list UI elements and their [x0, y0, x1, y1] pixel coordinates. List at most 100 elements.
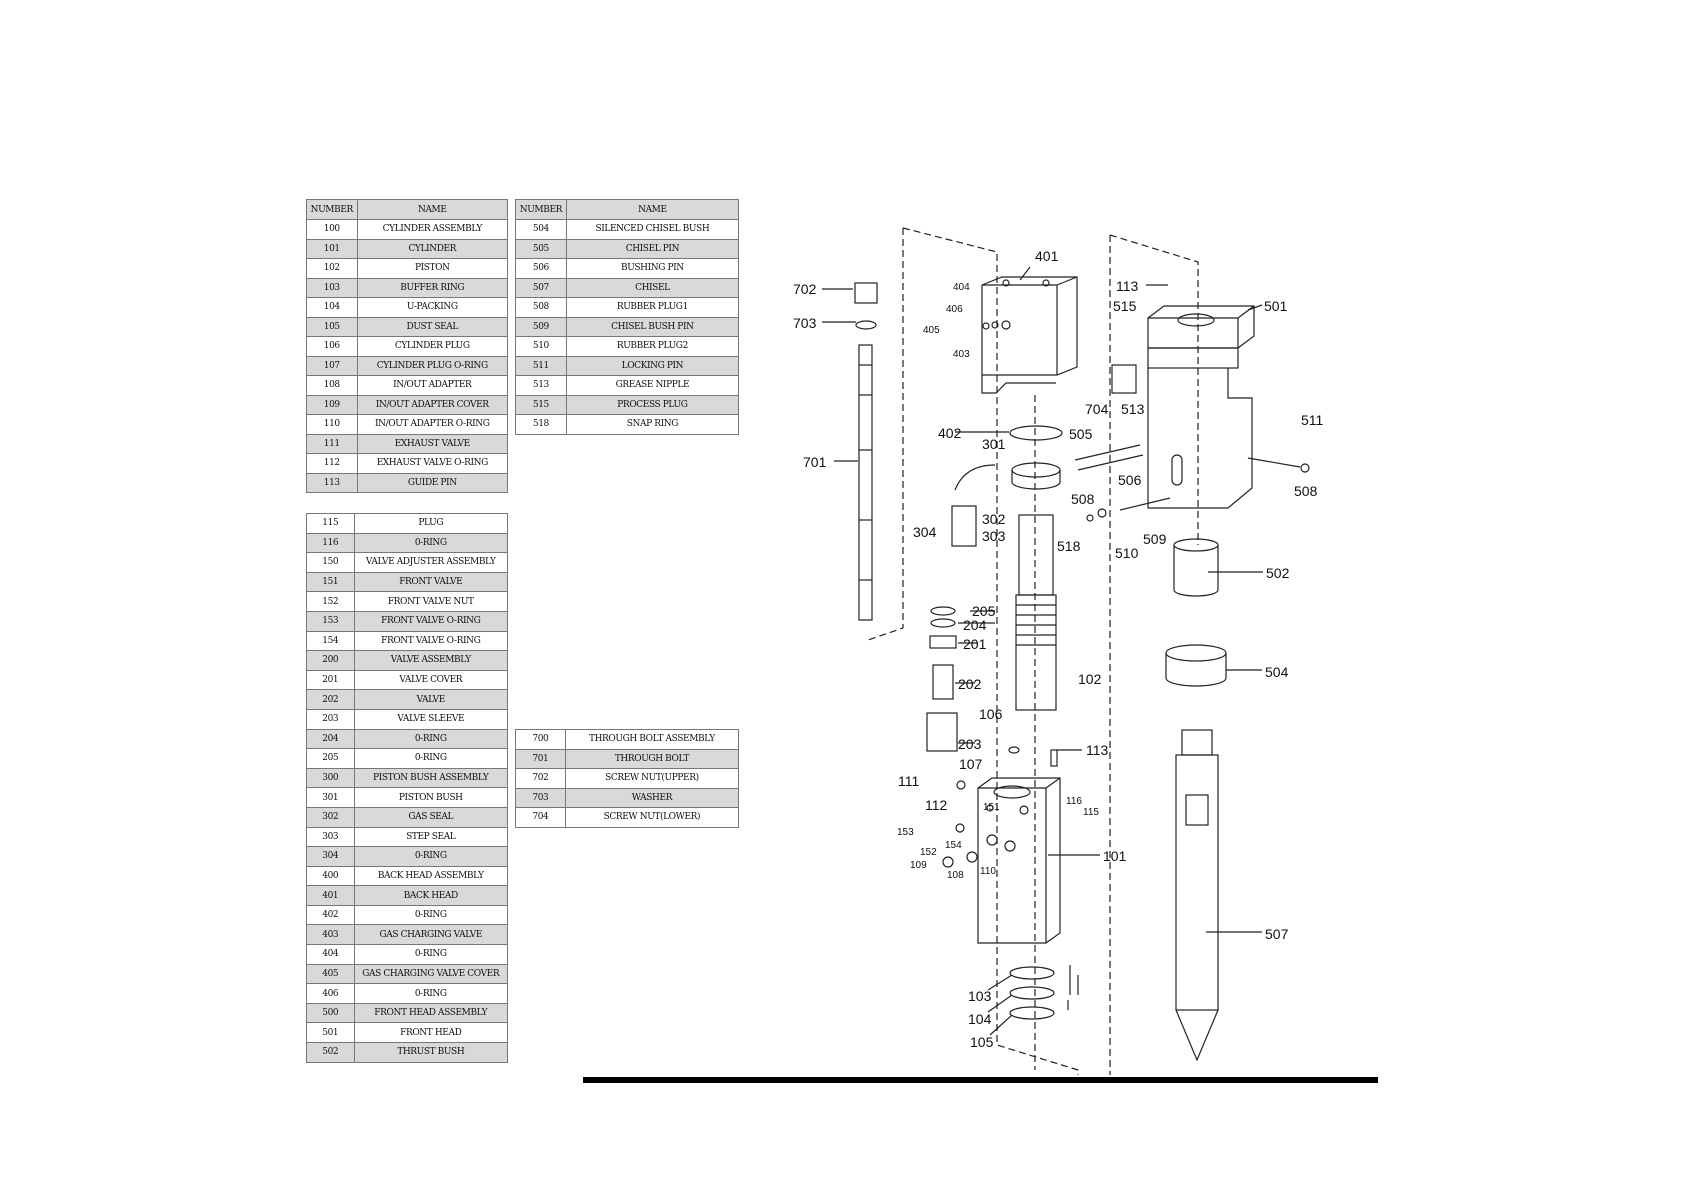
through-bolt [858, 344, 873, 621]
chisel-tip [1175, 1009, 1219, 1062]
front-head-slot [1171, 454, 1183, 486]
callout-102: 102 [1078, 671, 1102, 687]
callout-116: 116 [1066, 796, 1082, 807]
callout-506: 506 [1118, 472, 1142, 488]
callout-107: 107 [959, 756, 983, 772]
piston-body [1015, 594, 1057, 711]
guide-line-left [902, 227, 1079, 1075]
name-header: NAME [356, 199, 509, 220]
chisel-bush-pin [1119, 497, 1171, 511]
part-name: GUIDE PIN [356, 472, 509, 493]
callout-204: 204 [963, 617, 987, 633]
o-ring-402 [1009, 425, 1063, 441]
part-number: 109 [306, 394, 358, 415]
piston-upper [1018, 514, 1054, 596]
part-number: 101 [306, 238, 358, 259]
screw-nut-lower [1111, 364, 1137, 394]
leader-401 [1019, 266, 1031, 281]
rubber-plug-2 [1097, 508, 1107, 518]
adapter-cover [942, 856, 954, 868]
part-number: 304 [306, 846, 355, 867]
thrust-bush-top [1173, 538, 1219, 552]
callout-106: 106 [979, 706, 1003, 722]
chisel-flat [1185, 794, 1209, 826]
front-head-body [1147, 368, 1253, 509]
number-header: NUMBER [306, 199, 358, 220]
callout-111: 111 [898, 773, 919, 789]
part-number: 151 [306, 571, 355, 593]
part-name: FRONT HEAD ASSEMBLY [353, 1002, 508, 1024]
callout-502: 502 [1266, 565, 1290, 581]
part-name: DUST SEAL [356, 316, 509, 337]
part-number: 401 [306, 885, 355, 906]
leader-105 [989, 1014, 1013, 1036]
washer [855, 320, 877, 330]
part-number: 507 [515, 277, 567, 298]
callout-113b: 113 [1086, 742, 1109, 758]
part-number: 107 [306, 355, 358, 376]
back-head-lip [981, 375, 1056, 394]
chisel-bush-body [1165, 653, 1227, 687]
back-head [981, 276, 1078, 376]
number-header: NUMBER [515, 199, 567, 220]
front-valve [955, 823, 965, 833]
callout-704: 704 [1085, 401, 1109, 417]
part-name: VALVE ASSEMBLY [353, 650, 508, 671]
callout-406: 406 [946, 304, 963, 315]
callout-104: 104 [968, 1011, 992, 1027]
guide-line-left-2 [867, 228, 904, 641]
callout-511: 511 [1301, 412, 1324, 428]
leader-501 [1247, 304, 1263, 311]
part-number: 515 [515, 394, 567, 415]
part-name: SNAP RING [565, 414, 740, 435]
rubber-plug-1 [1300, 463, 1310, 473]
part-name: CHISEL PIN [565, 238, 740, 259]
leader-104 [987, 994, 1013, 1013]
guide-line-right [1109, 234, 1199, 545]
callout-113a: 113 [1116, 278, 1139, 294]
screw-nut-upper [854, 282, 878, 304]
part-name: FRONT VALVE O-RING [353, 610, 508, 632]
part-name: CHISEL [565, 277, 740, 298]
cylinder [977, 777, 1061, 944]
valve [932, 664, 954, 700]
bolt-hole [1002, 279, 1010, 287]
callout-513: 513 [1121, 401, 1145, 417]
callout-508b: 508 [1294, 483, 1318, 499]
adapter-port [1004, 840, 1016, 852]
callout-303: 303 [982, 528, 1006, 544]
seal-detail [951, 505, 977, 547]
part-number: 202 [306, 689, 355, 710]
callout-508a: 508 [1071, 491, 1095, 507]
callout-518: 518 [1057, 538, 1081, 554]
part-name: 0-RING [353, 728, 508, 750]
valve-cover [929, 635, 957, 649]
callout-110: 110 [980, 866, 996, 877]
adapter [966, 851, 978, 863]
gas-valve-port [1001, 320, 1011, 330]
